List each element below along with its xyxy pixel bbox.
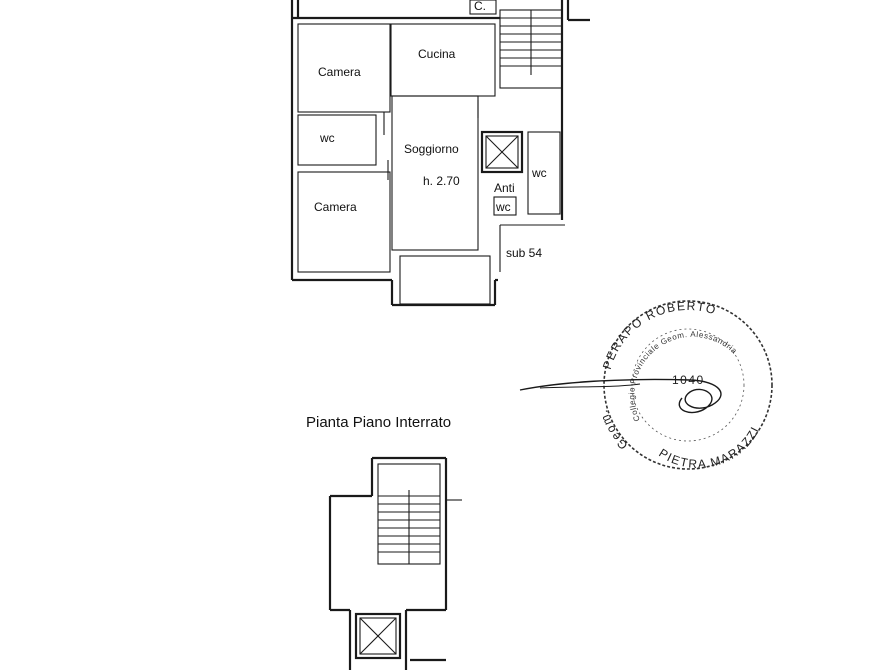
upper-floor-plan: Camera Cucina wc Soggiorno h. 2.70 Camer… [290,0,590,307]
balcony [399,255,491,305]
staircase-lower [377,463,462,565]
room-anti: Anti [494,181,515,195]
room-label-anti: Anti [494,181,515,195]
room-closet: C. [469,0,497,15]
room-wc-left: wc [297,114,377,166]
svg-text:PIETRA MARAZZI: PIETRA MARAZZI [656,424,762,472]
door-openings [360,95,479,180]
lower-plan-title: Pianta Piano Interrato [306,414,451,431]
room-camera-top: Camera [297,23,391,113]
room-label-wc-right: wc [531,166,547,180]
room-soggiorno: Soggiorno h. 2.70 [391,95,479,251]
room-label-closet: C. [474,0,486,13]
stamp-bottom-text: PIETRA MARAZZI [656,424,761,472]
room-label-wc-small: wc [495,200,511,214]
outer-walls [290,0,500,307]
svg-text:Geom.: Geom. [596,407,631,452]
elevator-shaft-lower [354,612,402,660]
lower-floor-plan: Pianta Piano Interrato [306,414,462,670]
room-cucina: Cucina [390,23,496,97]
room-label-wc-left: wc [319,131,335,145]
room-label-cucina: Cucina [418,47,456,61]
room-label-camera-top: Camera [318,65,361,79]
signature-tail [539,383,641,389]
stamp-left-text: Geom. [596,407,629,452]
room-label-soggiorno: Soggiorno [404,142,459,156]
elevator-shaft-upper [480,130,524,174]
room-wc-right: wc [527,131,561,215]
room-camera-bottom: Camera [297,171,391,273]
subdivision-marker: sub 54 [499,224,565,272]
sub-label: sub 54 [506,246,542,260]
staircase-upper [499,0,590,220]
room-label-camera-bottom: Camera [314,200,357,214]
signature-scribble [519,378,722,414]
room-height-label: h. 2.70 [423,174,460,188]
surveyor-stamp: PERAPO ROBERTO PIETRA MARAZZI Geom. Coll… [519,299,773,472]
room-wc-small: wc [493,196,517,216]
lower-walls [328,456,448,670]
